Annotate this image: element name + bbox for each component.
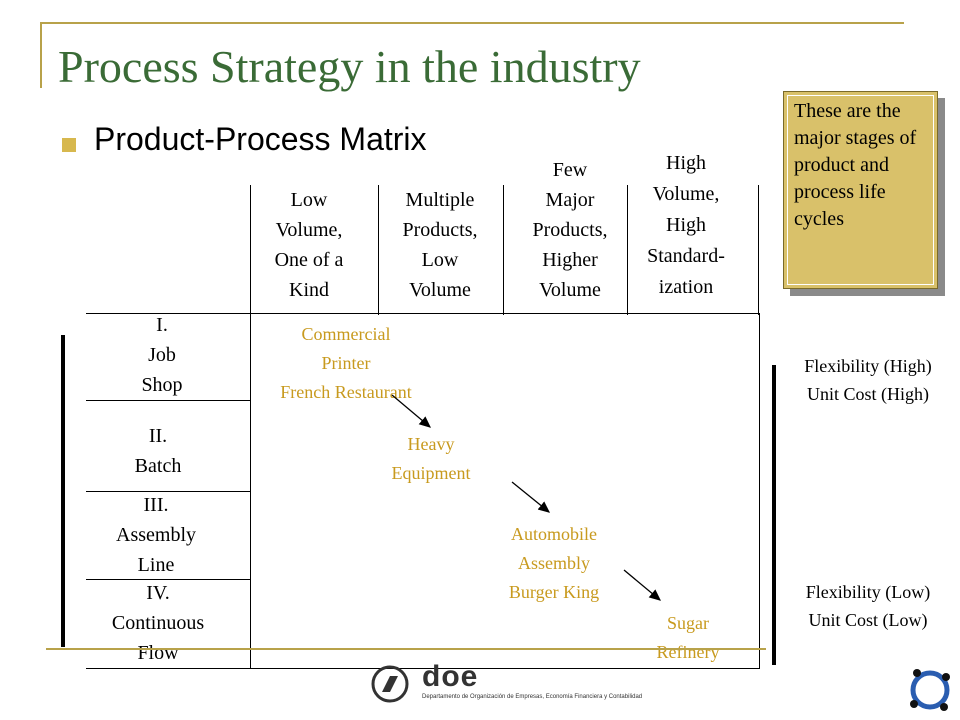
column-header-line: Standard- [647,245,725,267]
example-line: Equipment [391,463,471,483]
arrow-1 [391,394,431,428]
page-title: Process Strategy in the industry [58,41,641,92]
column-header-line: Major [545,189,595,211]
example-line: Heavy [407,434,455,454]
example-line: French Restaurant [280,382,412,402]
column-header-4: High Volume, High Standard- ization [628,148,744,303]
department-logo: doe Departamento de Organización de Empr… [370,660,690,706]
row-divider [86,668,250,669]
callout-text: These are the major stages of product an… [787,95,934,285]
logo-emblem-icon [371,665,409,703]
matrix-box [250,313,760,669]
column-header-line: Low [290,189,328,211]
bottom-rule [46,648,766,650]
row-divider [86,491,250,492]
example-line: Printer [321,353,371,373]
row-divider [86,400,250,401]
flex-line: Flexibility (High) [804,356,932,376]
row-label-line: IV. [146,582,170,604]
row-divider [86,313,250,314]
callout-box: These are the major stages of product an… [783,91,938,289]
column-divider [503,185,504,315]
column-header-line: High [666,214,706,236]
flexibility-high-label: Flexibility (High) Unit Cost (High) [778,352,958,408]
column-divider [378,185,379,315]
column-header-line: Volume [539,279,601,301]
logo-caption: Departamento de Organización de Empresas… [422,694,643,700]
column-header-3: Few Major Products, Higher Volume [510,155,630,305]
arrow-3 [623,569,661,601]
left-vertical-line [61,335,65,647]
row-label-line: II. [148,425,168,447]
column-header-line: Volume, [652,183,720,205]
row-label-line: Batch [134,455,182,477]
row-label-batch: II. Batch [96,421,220,481]
bullet-square [62,138,76,152]
right-vertical-line [772,365,776,665]
example-sugar-refinery: Sugar Refinery [630,609,746,667]
row-label-line: Shop [141,374,183,396]
column-header-line: Multiple [405,189,475,211]
flex-line: Unit Cost (Low) [808,610,928,630]
arrow-2 [511,481,551,513]
column-header-line: Volume [409,279,471,301]
column-header-line: Higher [542,249,598,271]
corner-ring-icon [910,669,950,711]
row-label-line: III. [143,494,169,516]
left-accent-line [40,22,42,88]
row-label-line: Job [148,344,176,366]
column-header-line: Products, [402,219,478,241]
example-commercial-printer: Commercial Printer French Restaurant [248,320,444,407]
column-header-line: Low [421,249,459,271]
row-label-line: Assembly [116,524,196,546]
column-header-line: High [666,152,706,174]
flex-line: Flexibility (Low) [805,582,931,602]
row-label-line: Flow [137,642,179,664]
flex-line: Unit Cost (High) [806,384,929,404]
column-divider [758,185,759,315]
row-label-continuous-flow: IV. Continuous Flow [88,578,228,668]
column-header-1: Low Volume, One of a Kind [252,185,366,305]
logo-wordmark: doe [422,660,479,693]
column-header-line: ization [658,276,714,298]
row-label-line: I. [156,314,168,336]
column-header-line: Kind [289,279,329,301]
example-line: Sugar [667,613,709,633]
row-label-line: Line [137,554,175,576]
column-divider [627,185,628,315]
column-header-2: Multiple Products, Low Volume [382,185,498,305]
example-line: Commercial [301,324,391,344]
row-label-job-shop: I. Job Shop [100,310,224,400]
row-divider [86,579,250,580]
row-label-line: Continuous [111,612,205,634]
column-header-line: Few [552,159,588,181]
top-accent-line [40,22,904,24]
row-label-assembly-line: III. Assembly Line [94,490,218,580]
example-line: Automobile [511,524,597,544]
flexibility-low-label: Flexibility (Low) Unit Cost (Low) [778,578,958,634]
example-line: Refinery [656,642,720,662]
example-line: Burger King [508,582,600,602]
column-header-line: One of a [274,249,344,271]
example-line: Assembly [518,553,590,573]
example-automobile-assembly: Automobile Assembly Burger King [484,520,624,607]
example-heavy-equipment: Heavy Equipment [366,430,496,488]
subtitle: Product-Process Matrix [94,121,427,157]
column-header-line: Volume, [275,219,343,241]
column-header-line: Products, [532,219,608,241]
column-divider [250,185,251,315]
